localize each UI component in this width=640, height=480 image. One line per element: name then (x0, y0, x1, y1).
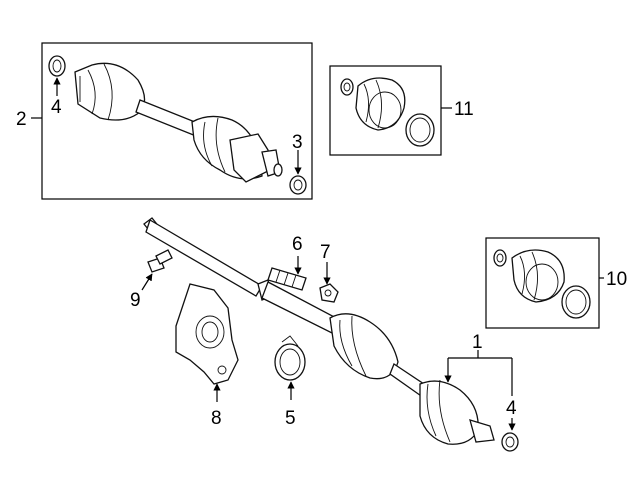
callout-4-bottom: 4 (506, 398, 517, 419)
boot-kit-box-lower[interactable] (485, 237, 604, 329)
leader-lines (53, 77, 516, 431)
callout-7: 7 (320, 242, 331, 263)
axle-assembly-box (31, 42, 313, 200)
callout-9: 9 (130, 290, 141, 311)
nut-7[interactable] (319, 283, 339, 303)
clamp-5[interactable] (274, 335, 306, 381)
upper-axle-shaft[interactable] (48, 55, 307, 195)
lower-half-shaft[interactable] (143, 217, 519, 452)
callout-8: 8 (211, 408, 222, 429)
bracket-8[interactable] (175, 283, 239, 385)
callout-1: 1 (472, 332, 483, 353)
bolt-9[interactable] (147, 249, 173, 273)
callout-3: 3 (292, 132, 303, 153)
boot-kit-box-upper[interactable] (329, 65, 452, 156)
callout-6: 6 (292, 234, 303, 255)
callout-11: 11 (454, 99, 474, 120)
callout-2: 2 (16, 109, 27, 130)
callout-10: 10 (606, 269, 627, 290)
callout-4-top: 4 (51, 97, 62, 118)
callout-5: 5 (285, 408, 296, 429)
